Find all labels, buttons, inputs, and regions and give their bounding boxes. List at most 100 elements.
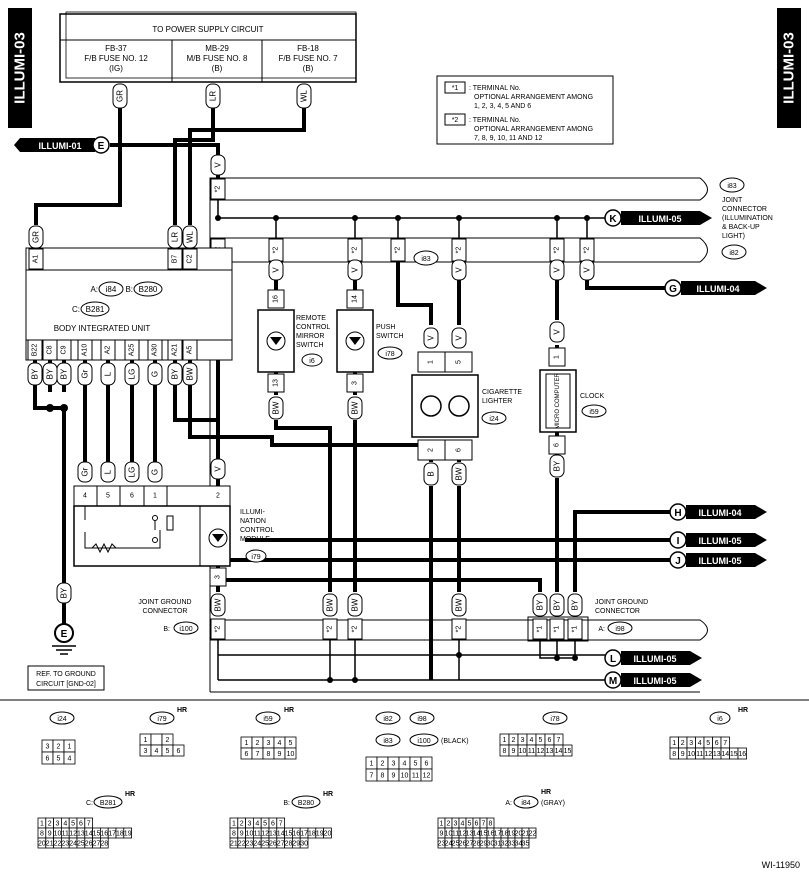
svg-text:CIGARETTE: CIGARETTE: [482, 389, 522, 396]
joint-pin-mark: *2: [210, 178, 226, 200]
connector-pin-number: 20: [38, 841, 46, 848]
svg-text:CLOCK: CLOCK: [580, 393, 604, 400]
joint-connector-labels: i83 JOINT CONNECTOR (ILLUMINATION & BACK…: [413, 177, 773, 266]
junction-dots: [46, 215, 590, 683]
ground-pin-mark: *2: [322, 618, 338, 640]
svg-text:G: G: [151, 469, 160, 475]
connector-pin-number: 10: [246, 831, 254, 838]
wire-tag-v: V: [210, 458, 226, 480]
svg-text:7, 8, 9, 10, 11 AND 12: 7, 8, 9, 10, 11 AND 12: [474, 135, 542, 142]
connector-pin-number: 19: [508, 831, 516, 838]
svg-text:HR: HR: [738, 707, 748, 714]
ground-wire-tag: BW: [347, 593, 363, 617]
connector-pin-number: 3: [248, 821, 252, 828]
connector-pin-number: 6: [177, 748, 181, 755]
ref-i: I ILLUMI-05: [669, 531, 767, 549]
connector-pin-number: 29: [292, 841, 300, 848]
wire-tag-b: B: [423, 462, 439, 486]
svg-text:C9: C9: [61, 345, 68, 354]
svg-text:i100: i100: [179, 626, 192, 633]
svg-text:B281: B281: [100, 800, 116, 807]
icm-bottom-wire-tag: BW: [210, 593, 226, 617]
svg-text:I: I: [677, 536, 680, 547]
connector-cell: [100, 837, 109, 849]
connector-pin-number: 12: [459, 831, 467, 838]
wire-tag-bw: BW: [347, 396, 363, 420]
svg-text:i59: i59: [263, 716, 272, 723]
svg-text:M: M: [609, 676, 617, 687]
icm-pin: 4: [83, 493, 87, 500]
svg-text:L: L: [104, 371, 113, 376]
svg-text:*1: *1: [537, 626, 544, 633]
ref-l: L ILLUMI-05: [604, 649, 702, 667]
connector-pin-number: 20: [515, 831, 523, 838]
joint-pin-mark: *2: [579, 238, 595, 262]
svg-text:BY: BY: [171, 368, 180, 379]
connector-pin-number: 14: [721, 751, 729, 758]
connector-pin-number: 8: [503, 748, 507, 755]
connector-pin-number: 4: [63, 821, 67, 828]
connector-pin-number: 22: [529, 831, 537, 838]
svg-text:MICRO COMPUTER: MICRO COMPUTER: [555, 372, 561, 429]
connector-pin-number: 4: [698, 740, 702, 747]
svg-text:BY: BY: [60, 368, 69, 379]
connector-pin-number: 27: [93, 841, 101, 848]
joint-ground-connector-b: JOINT GROUND CONNECTOR B: i100: [138, 599, 199, 635]
connector-pin-number: 16: [487, 831, 495, 838]
svg-text:LIGHT): LIGHT): [722, 233, 745, 240]
joint-pin-mark: *2: [549, 238, 565, 262]
connector-pin-number: 3: [46, 744, 50, 751]
connector-pin-number: 17: [494, 831, 502, 838]
connector-cell: [562, 744, 573, 757]
wire-tag-v: V: [579, 259, 595, 281]
svg-text:V: V: [272, 267, 281, 273]
svg-text:LG: LG: [128, 369, 137, 380]
svg-text:BW: BW: [351, 598, 360, 611]
svg-text:(B): (B): [212, 64, 223, 73]
biu-bottom-wire-tag: LG: [124, 362, 140, 386]
svg-text:B:: B:: [283, 800, 290, 807]
connector-pin-number: 22: [54, 841, 62, 848]
svg-text:*2: *2: [327, 626, 334, 633]
connector-pin-number: 4: [403, 761, 407, 768]
biu-top-pin: A1: [28, 248, 44, 270]
connector-pin-number: 11: [254, 831, 261, 838]
svg-text:MODULE: MODULE: [240, 536, 270, 543]
svg-text:C:: C:: [72, 305, 80, 314]
svg-text:: TERMINAL No.: : TERMINAL No.: [469, 85, 521, 92]
svg-text:B280: B280: [139, 285, 158, 294]
connector-pin-number: 17: [300, 831, 308, 838]
icm-wire-tag: Gr: [77, 461, 93, 483]
connector-pin-number: 23: [438, 841, 446, 848]
svg-text:2: 2: [428, 448, 435, 452]
svg-text:CONNECTOR: CONNECTOR: [143, 608, 188, 615]
svg-text:BW: BW: [455, 598, 464, 611]
connector-pin-number: 5: [166, 748, 170, 755]
connector-pin-number: 3: [454, 821, 458, 828]
connector-pin-number: 26: [269, 841, 277, 848]
svg-text:CIRCUIT [GND-02]: CIRCUIT [GND-02]: [36, 681, 96, 688]
connector-pin-number: 6: [548, 737, 552, 744]
biu-bottom-pin: C9: [56, 339, 72, 361]
svg-text:i83: i83: [383, 738, 392, 745]
connector-pin-number: 4: [68, 756, 72, 763]
svg-text:MIRROR: MIRROR: [296, 333, 324, 340]
svg-text:B:: B:: [163, 626, 170, 633]
svg-text:V: V: [455, 335, 464, 341]
svg-text:OPTIONAL ARRANGEMENT AMONG: OPTIONAL ARRANGEMENT AMONG: [474, 126, 593, 133]
connector-pin-number: 7: [256, 751, 260, 758]
svg-text:V: V: [553, 329, 562, 335]
ground-pin-mark: *2: [451, 618, 467, 640]
icm-pin: 6: [130, 493, 134, 500]
biu-bottom-pin: B22: [27, 339, 43, 361]
thin-wires: [217, 200, 610, 681]
svg-text:*2: *2: [395, 247, 402, 254]
connector-pin-number: 20: [324, 831, 332, 838]
svg-text:B: B: [427, 471, 436, 476]
svg-text:K: K: [609, 214, 617, 225]
svg-text:HR: HR: [125, 791, 135, 798]
connector-pin-number: 34: [515, 841, 523, 848]
svg-text:MB-29: MB-29: [205, 44, 229, 53]
connector-pin-number: 8: [267, 751, 271, 758]
ground-wire-tag: BY: [567, 593, 583, 617]
